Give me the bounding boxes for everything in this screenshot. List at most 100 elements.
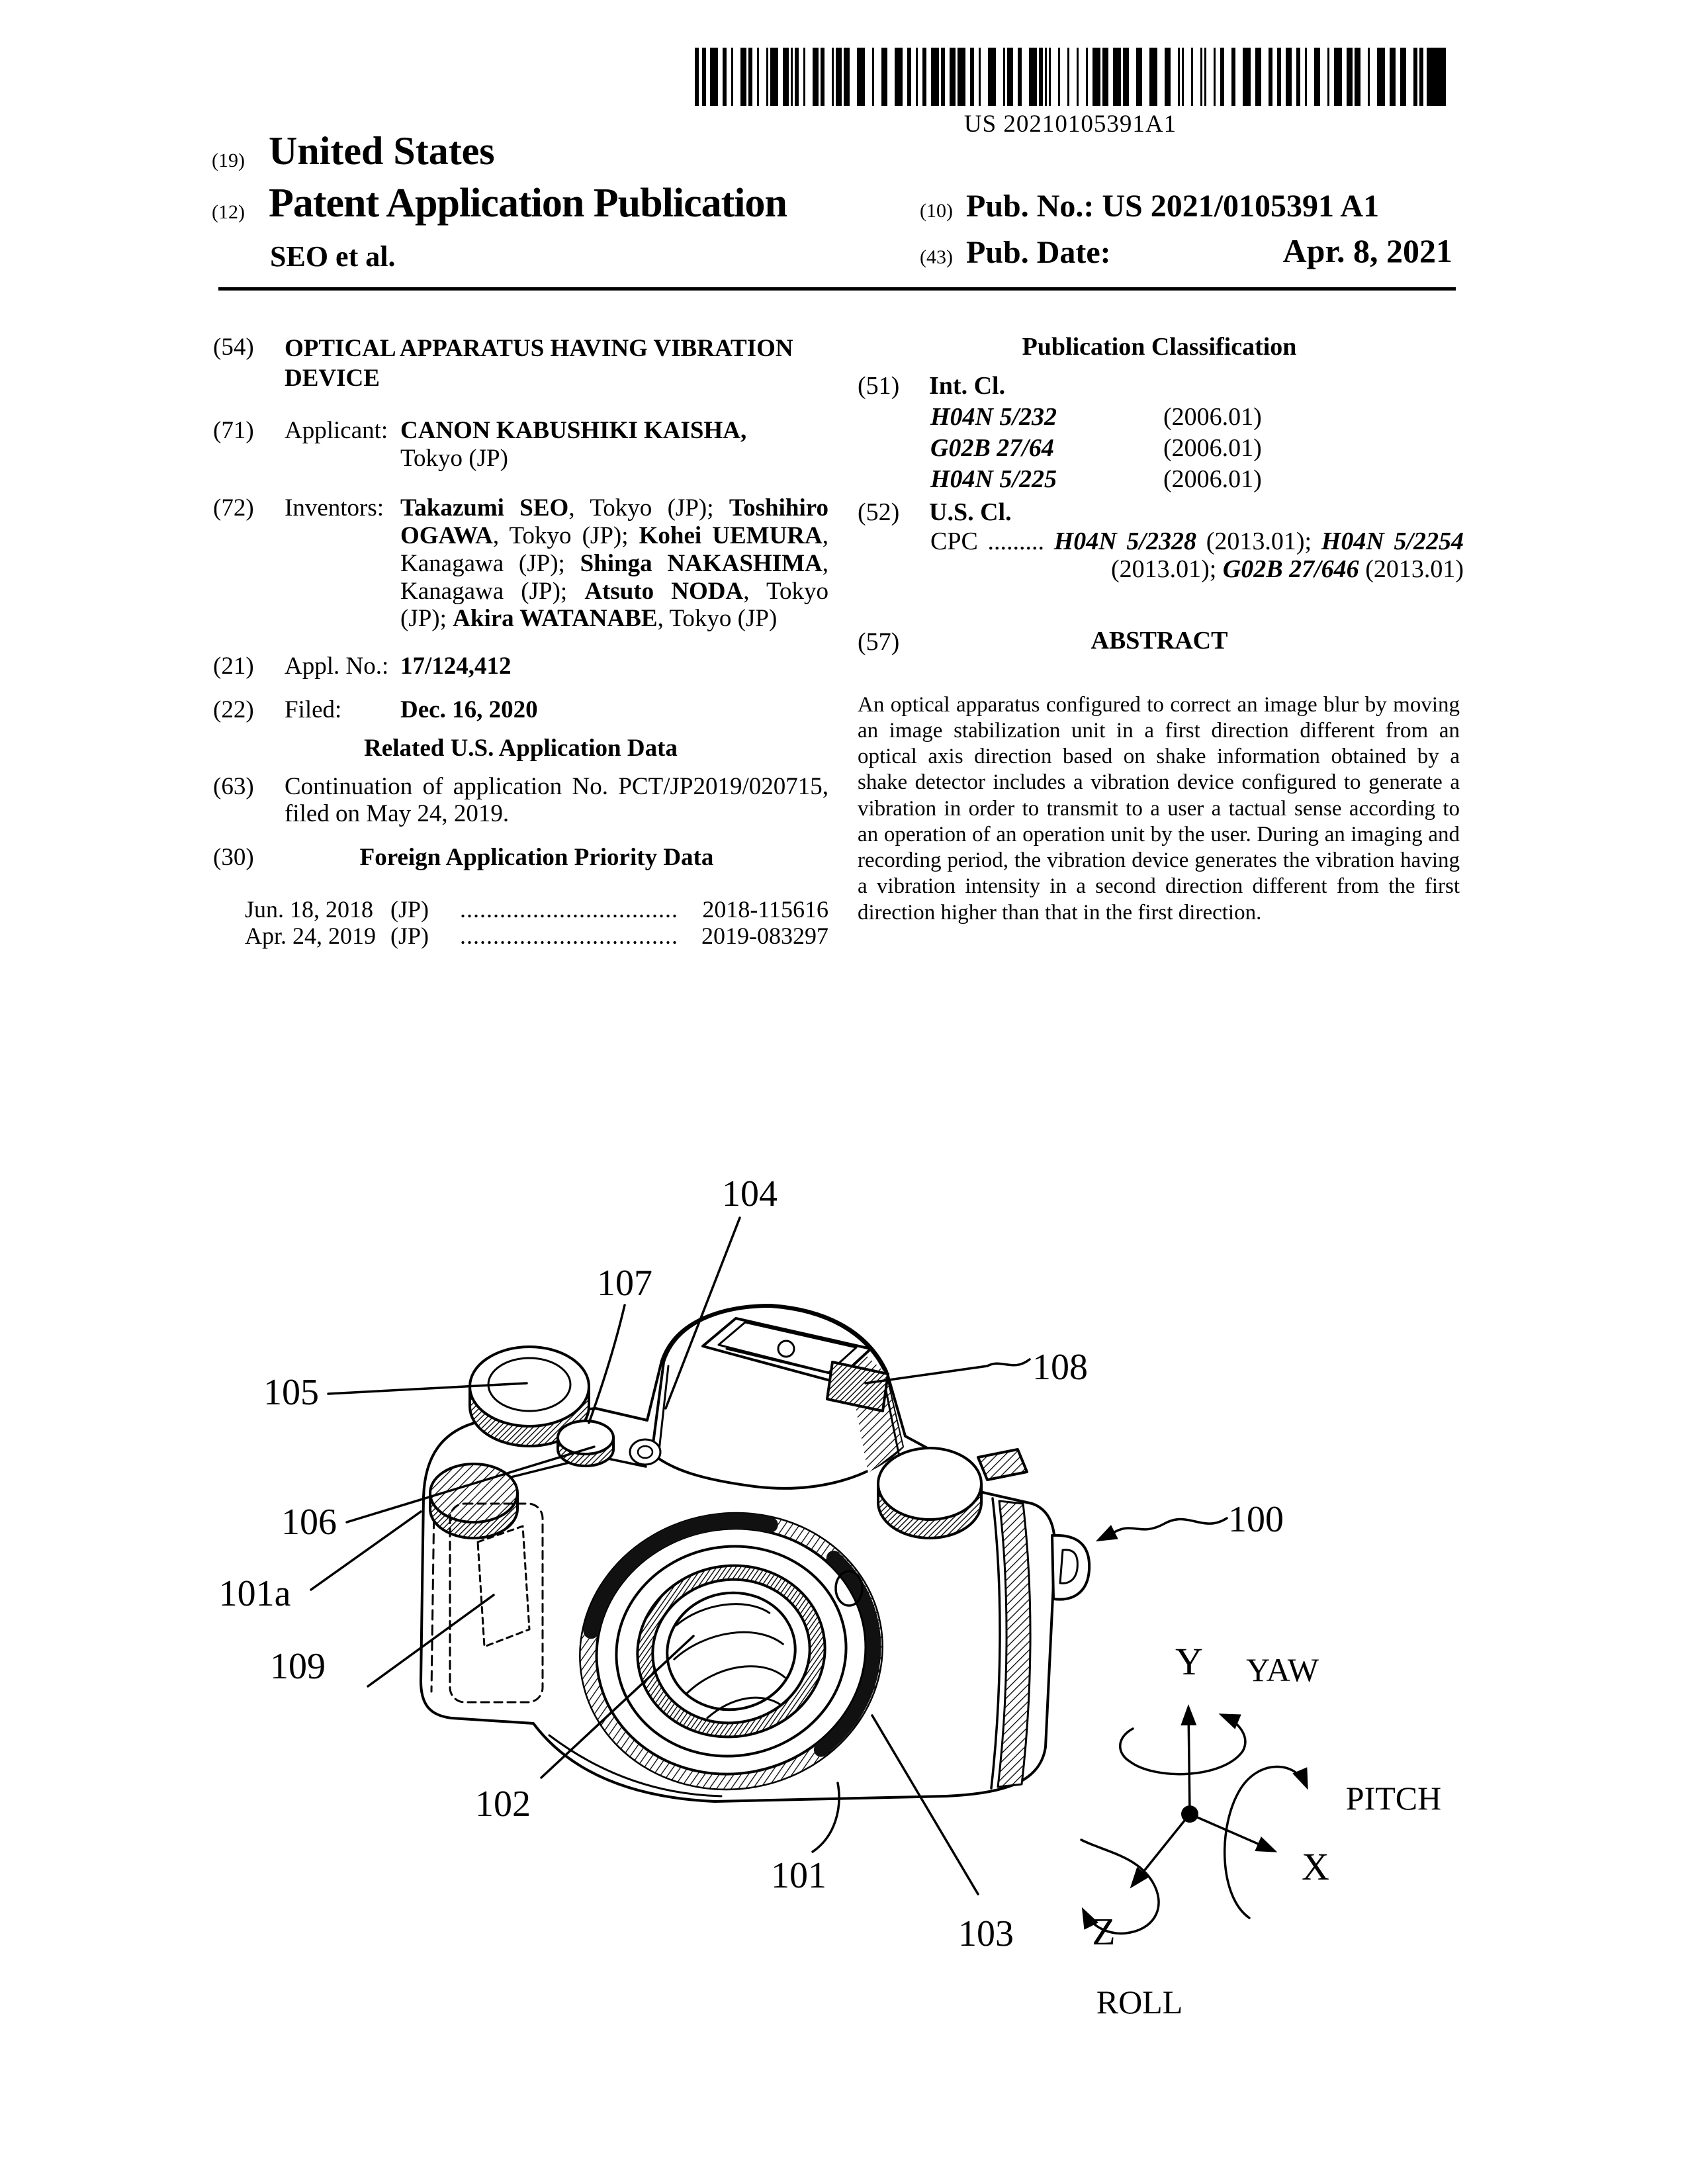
axis-z — [1130, 1813, 1191, 1889]
axis-label-z: Z — [1092, 1910, 1115, 1953]
header-divider-rule — [218, 287, 1456, 291]
ref-103: 103 — [958, 1913, 1014, 1954]
roll-rotation-arrow — [1080, 1839, 1160, 1935]
tag-12: (12) — [212, 201, 245, 223]
evf-eyepiece — [826, 1361, 889, 1412]
cpc-dots: ......... — [987, 527, 1045, 555]
priority-dots: ................................. — [460, 923, 678, 950]
priority-dots: ................................. — [460, 895, 678, 923]
axis-label-roll: ROLL — [1096, 1983, 1183, 2021]
tag-63: (63) — [213, 772, 254, 800]
strap-lug — [1051, 1533, 1091, 1601]
appl-no-section: (21) Appl. No.: 17/124,412 — [213, 653, 828, 680]
ref-101a: 101a — [219, 1573, 291, 1614]
ref-100: 100 — [1228, 1499, 1284, 1540]
leader-102 — [540, 1635, 695, 1779]
foreign-priority-section: (30) Foreign Application Priority Data — [213, 844, 828, 871]
tag-10: (10) — [920, 200, 953, 222]
int-cl-code: G02B 27/64 — [930, 434, 1054, 463]
applicant-label: Applicant: — [285, 417, 388, 445]
shutter-button — [557, 1420, 615, 1467]
axis-label-pitch: PITCH — [1346, 1780, 1441, 1817]
ref-104: 104 — [722, 1173, 778, 1214]
tag-43: (43) — [920, 246, 953, 268]
ref-108: 108 — [1032, 1347, 1088, 1388]
rear-dial — [877, 1447, 1028, 1539]
applicant-name: CANON KABUSHIKI KAISHA, — [400, 417, 747, 445]
filed-section: (22) Filed: Dec. 16, 2020 — [213, 696, 828, 723]
related-data-heading: Related U.S. Application Data — [364, 734, 678, 762]
priority-number: 2018-115616 — [702, 895, 828, 923]
axis-label-yaw: YAW — [1246, 1651, 1319, 1688]
inventors-label: Inventors: — [285, 494, 384, 522]
tag-51: (51) — [858, 371, 900, 400]
cpc-codes: H04N 5/2328 (2013.01); H04N 5/2254 (2013… — [1053, 527, 1464, 583]
leader-108 — [864, 1358, 1031, 1385]
leader-109 — [367, 1594, 495, 1688]
abstract-heading: ABSTRACT — [1091, 626, 1228, 655]
int-cl-row: H04N 5/225 (2006.01) — [858, 466, 1461, 493]
leader-106 — [345, 1445, 596, 1524]
inventors-list: Takazumi SEO, Tokyo (JP); Toshihiro OGAW… — [400, 494, 829, 633]
us-cl-section: (52) U.S. Cl. — [858, 498, 1461, 527]
front-lamp — [629, 1438, 662, 1466]
continuation-text: Continuation of application No. PCT/JP20… — [285, 772, 828, 828]
axis-x — [1188, 1813, 1278, 1852]
abstract-text: An optical apparatus configured to corre… — [858, 692, 1460, 925]
priority-row: Apr. 24, 2019 (JP) .....................… — [213, 923, 828, 949]
bibliographic-column: (54) OPTICAL APPARATUS HAVING VIBRATION … — [213, 326, 828, 950]
leader-107 — [588, 1304, 626, 1424]
axis-label-y: Y — [1175, 1640, 1203, 1683]
cpc-label: CPC — [930, 527, 978, 555]
body-screw — [834, 1570, 864, 1607]
lens — [579, 1512, 883, 1791]
publication-number-line: Pub. No.: US 2021/0105391 A1 — [966, 188, 1379, 224]
filed-label: Filed: — [285, 696, 342, 723]
leader-101a — [310, 1510, 422, 1591]
country-name: United States — [269, 129, 495, 173]
ref-107: 107 — [597, 1263, 652, 1304]
pub-no-label: Pub. No.: — [966, 189, 1094, 224]
tag-71: (71) — [213, 417, 254, 445]
tag-54: (54) — [213, 334, 254, 361]
classification-column: Publication Classification (51) Int. Cl.… — [858, 326, 1464, 926]
int-cl-code: H04N 5/225 — [930, 465, 1057, 494]
priority-date: Jun. 18, 2018 — [245, 895, 374, 923]
first-named-inventor: SEO et al. — [270, 240, 396, 273]
tag-52: (52) — [858, 498, 900, 527]
ref-102: 102 — [475, 1784, 531, 1825]
int-cl-label: Int. Cl. — [929, 371, 1006, 400]
ref-105: 105 — [263, 1372, 319, 1413]
us-cl-label: U.S. Cl. — [929, 498, 1012, 527]
pub-date-value: Apr. 8, 2021 — [1282, 232, 1452, 269]
invention-title: OPTICAL APPARATUS HAVING VIBRATION DEVIC… — [285, 335, 793, 392]
applicant-section: (71) Applicant: CANON KABUSHIKI KAISHA, … — [213, 417, 828, 472]
priority-date: Apr. 24, 2019 — [245, 923, 376, 950]
leader-104 — [664, 1216, 741, 1410]
tag-22: (22) — [213, 696, 254, 723]
int-cl-version: (2006.01) — [1163, 434, 1262, 463]
title-section: (54) OPTICAL APPARATUS HAVING VIBRATION … — [213, 334, 828, 393]
ref-101: 101 — [771, 1855, 826, 1896]
priority-row: Jun. 18, 2018 (JP) .....................… — [213, 896, 828, 923]
int-cl-code: H04N 5/232 — [930, 403, 1057, 432]
tag-19: (19) — [212, 150, 245, 171]
tag-21: (21) — [213, 653, 254, 680]
pitch-rotation-arrow — [1223, 1765, 1308, 1919]
leader-105 — [327, 1382, 528, 1395]
leader-lines — [310, 1216, 1228, 1895]
int-cl-section: (51) Int. Cl. — [858, 372, 1461, 400]
publication-classification-heading: Publication Classification — [1022, 333, 1297, 361]
axis-diagram — [1080, 1704, 1308, 1935]
ref-106: 106 — [281, 1502, 337, 1543]
int-cl-version: (2006.01) — [1163, 403, 1262, 432]
tag-72: (72) — [213, 494, 254, 522]
tag-57: (57) — [858, 627, 900, 656]
continuation-section: (63) Continuation of application No. PCT… — [213, 773, 828, 828]
axis-label-x: X — [1302, 1845, 1329, 1888]
applicant-location: Tokyo (JP) — [400, 444, 508, 472]
priority-country: (JP) — [390, 895, 429, 923]
priority-table: Jun. 18, 2018 (JP) .....................… — [213, 896, 828, 950]
